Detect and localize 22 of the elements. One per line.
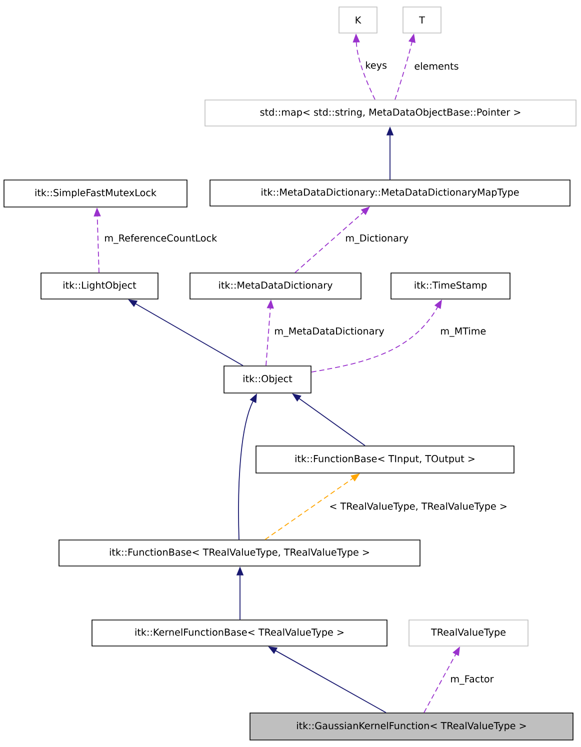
- edge-label: m_MetaDataDictionary: [273, 326, 386, 338]
- edge-label: elements: [413, 61, 460, 71]
- class-box: itk::MetaDataDictionary::MetaDataDictionaryMapType: [210, 180, 570, 206]
- edge-label: < TRealValueType, TRealValueType >: [328, 501, 508, 513]
- edge-label: m_MTime: [439, 326, 488, 338]
- type-box: TRealValueType: [408, 620, 528, 646]
- class-box: itk::TimeStamp: [390, 272, 510, 300]
- edge-label: m_ReferenceCountLock: [103, 233, 218, 245]
- class-box: itk::Object: [224, 366, 312, 394]
- edge-label: m_Dictionary: [344, 233, 410, 245]
- class-box: itk::FunctionBase< TRealValueType, TRealValueType >: [58, 540, 420, 566]
- class-box: itk::MetaDataDictionary: [190, 272, 362, 300]
- type-box: K: [338, 6, 378, 34]
- class-box: itk::GaussianKernelFunction< TRealValueType >: [250, 712, 574, 740]
- type-box: T: [402, 6, 442, 34]
- edge-label: m_Factor: [449, 674, 495, 686]
- edge-label: keys: [364, 60, 388, 72]
- class-box: itk::LightObject: [40, 272, 158, 300]
- class-box: itk::FunctionBase< TInput, TOutput >: [256, 446, 514, 474]
- class-box: itk::SimpleFastMutexLock: [4, 180, 188, 208]
- class-box: itk::KernelFunctionBase< TRealValueType >: [92, 620, 388, 646]
- type-box: std::map< std::string, MetaDataObjectBase::Pointer >: [204, 100, 576, 126]
